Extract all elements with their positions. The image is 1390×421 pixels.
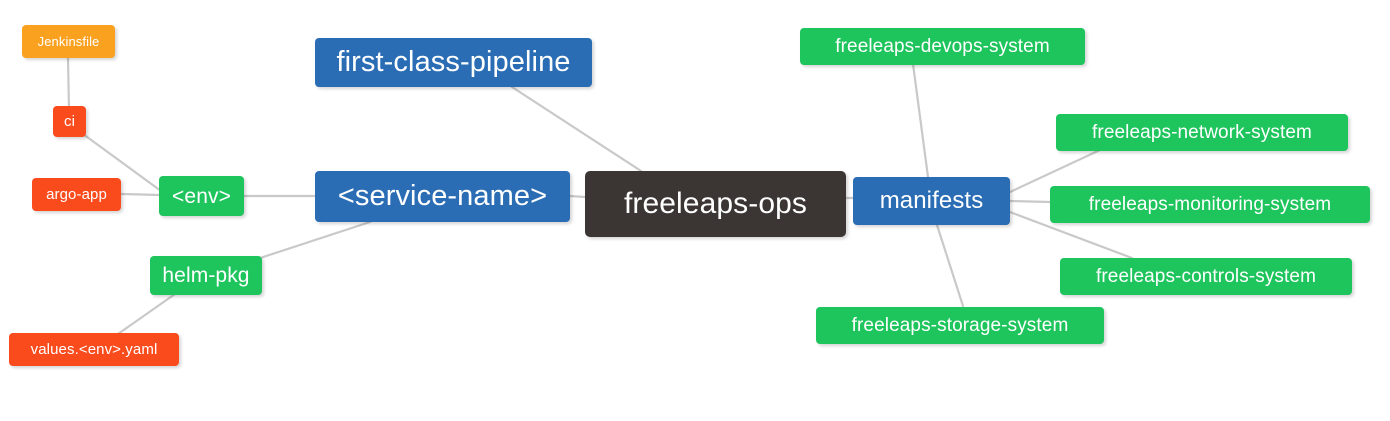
node-label: argo-app: [46, 186, 107, 203]
node-freeleaps-network-system[interactable]: freeleaps-network-system: [1056, 114, 1348, 151]
node-freeleaps-controls-system[interactable]: freeleaps-controls-system: [1060, 258, 1352, 295]
node-helm-pkg[interactable]: helm-pkg: [150, 256, 262, 295]
edge-valuesyaml-helmpkg: [116, 292, 177, 336]
edge-manifests-storage: [935, 223, 965, 308]
node-ci[interactable]: ci: [53, 106, 86, 137]
node-label: first-class-pipeline: [336, 46, 571, 78]
node-label: Jenkinsfile: [37, 34, 100, 49]
node-label: freeleaps-storage-system: [851, 315, 1069, 336]
node-label: values.<env>.yaml: [30, 341, 158, 358]
node-freeleaps-devops-system[interactable]: freeleaps-devops-system: [800, 28, 1085, 65]
node-label: freeleaps-network-system: [1092, 122, 1312, 143]
edge-helmpkg-servicename: [249, 220, 372, 263]
edge-pipeline-root: [510, 85, 643, 173]
node-env[interactable]: <env>: [159, 176, 244, 216]
node-label: helm-pkg: [162, 264, 250, 287]
edge-argoapp-env: [119, 192, 162, 197]
node-service-name[interactable]: <service-name>: [315, 171, 570, 222]
node-values-yaml[interactable]: values.<env>.yaml: [9, 333, 179, 366]
node-manifests[interactable]: manifests: [853, 177, 1010, 225]
node-freeleaps-monitoring-system[interactable]: freeleaps-monitoring-system: [1050, 186, 1370, 223]
node-label: freeleaps-ops: [623, 187, 808, 220]
node-label: ci: [63, 113, 76, 130]
edge-jenkinsfile-ci: [66, 56, 71, 112]
node-label: manifests: [879, 187, 984, 214]
node-label: <env>: [172, 184, 231, 208]
node-argo-app[interactable]: argo-app: [32, 178, 121, 211]
node-freeleaps-storage-system[interactable]: freeleaps-storage-system: [816, 307, 1104, 344]
edge-servicename-root: [568, 194, 587, 199]
node-label: freeleaps-monitoring-system: [1088, 194, 1332, 215]
node-label: freeleaps-controls-system: [1095, 266, 1317, 287]
node-label: <service-name>: [337, 180, 548, 212]
edge-manifests-devops: [911, 62, 930, 179]
node-label: freeleaps-devops-system: [835, 36, 1050, 57]
edge-manifests-monitoring: [1008, 199, 1052, 204]
node-jenkinsfile[interactable]: Jenkinsfile: [22, 25, 115, 58]
node-first-class-pipeline[interactable]: first-class-pipeline: [315, 38, 592, 87]
node-freeleaps-ops-root[interactable]: freeleaps-ops: [585, 171, 846, 237]
